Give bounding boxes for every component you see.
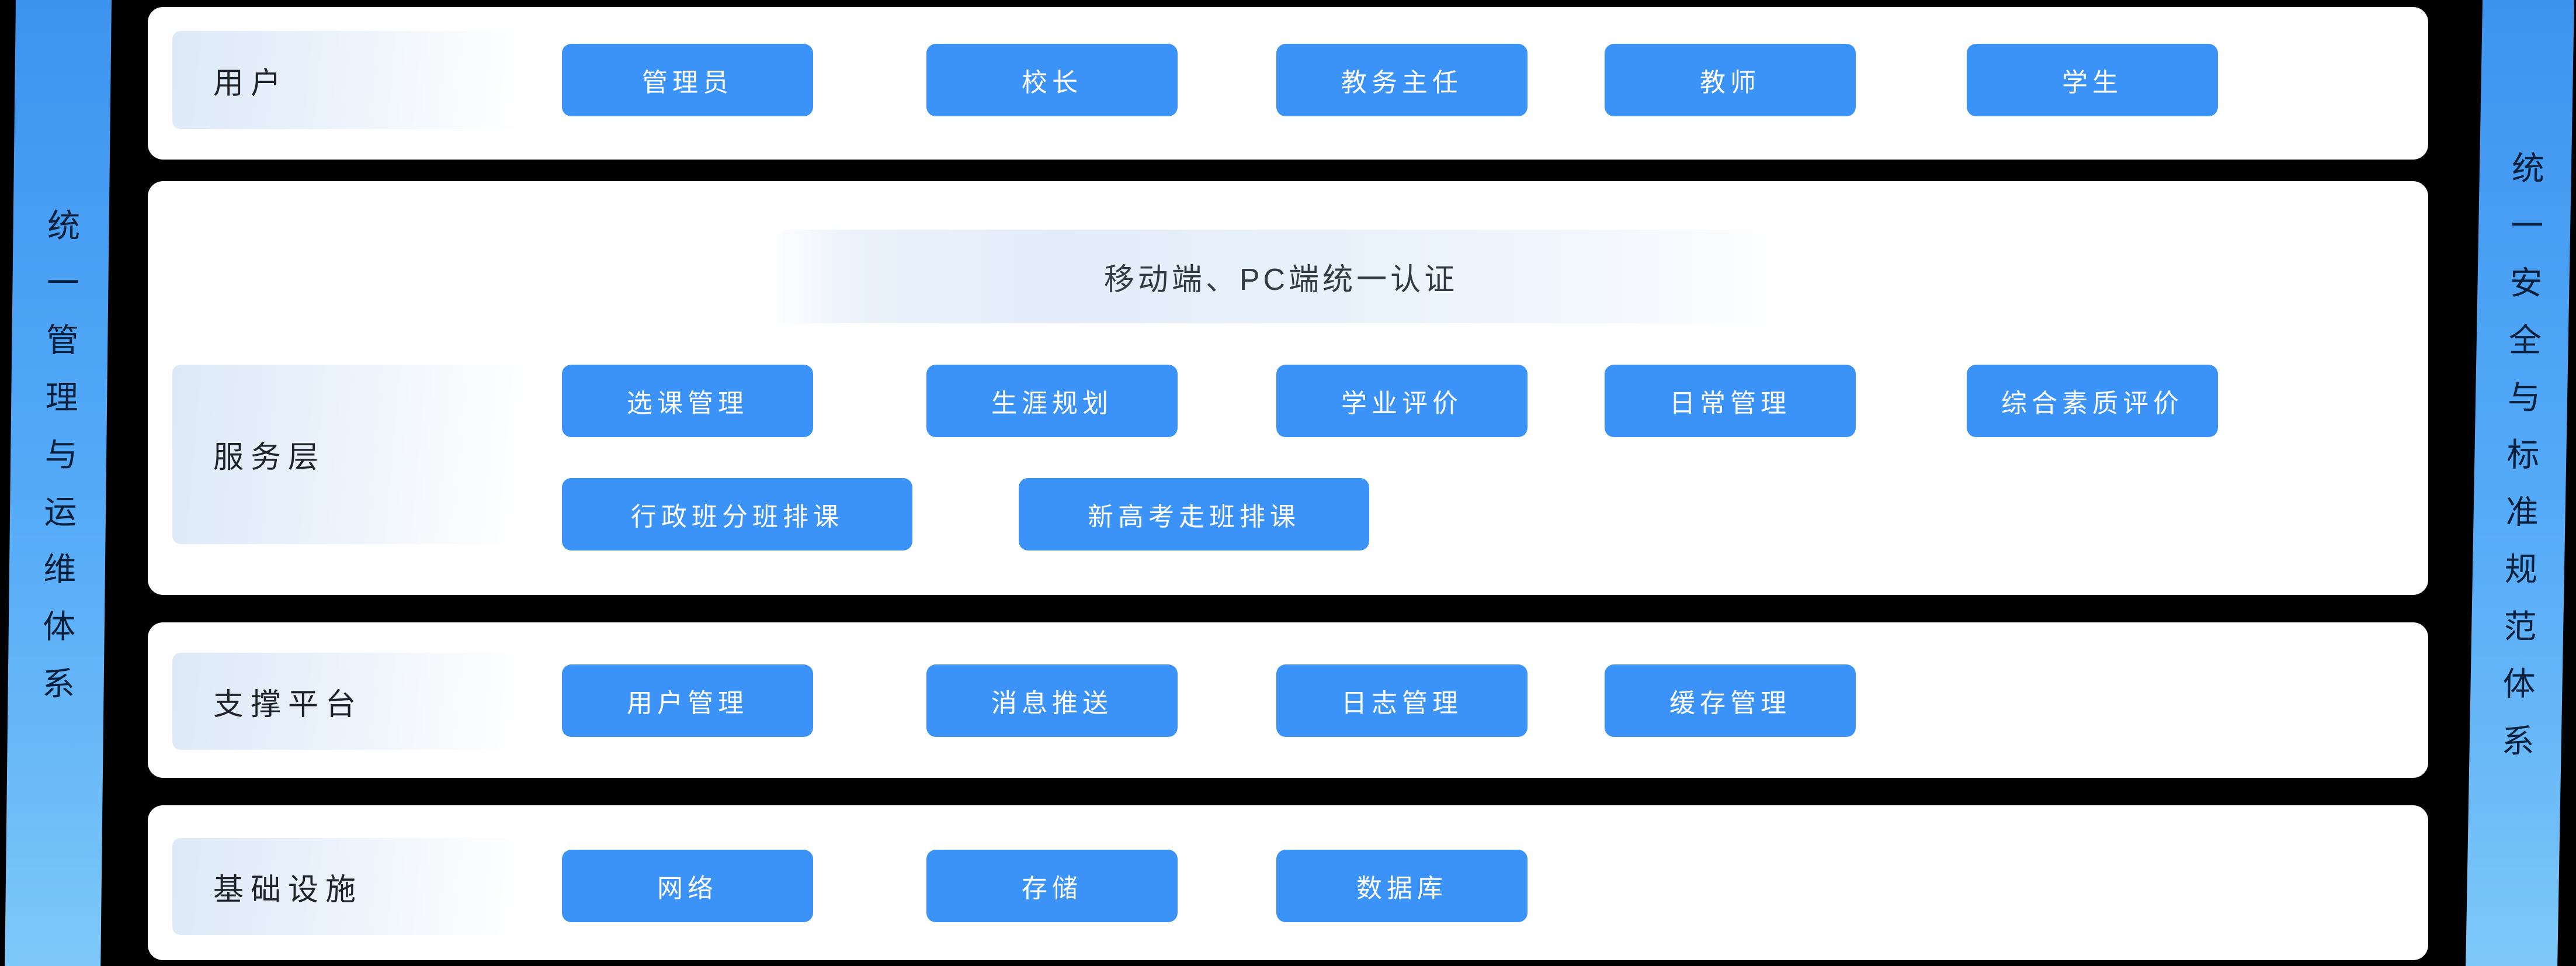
node-principal: 校长 xyxy=(926,44,1178,116)
left-ribbon: 统一管理与运维体系 xyxy=(5,0,112,966)
node-log-management: 日志管理 xyxy=(1276,664,1527,737)
layer-row-support: 支撑平台 用户管理 消息推送 日志管理 缓存管理 xyxy=(148,622,2428,778)
node-cache-management: 缓存管理 xyxy=(1605,664,1856,737)
layer-label-support: 支撑平台 xyxy=(172,653,525,750)
node-storage: 存储 xyxy=(926,850,1178,922)
node-teacher: 教师 xyxy=(1605,44,1856,116)
node-user-management: 用户管理 xyxy=(562,664,813,737)
node-database: 数据库 xyxy=(1276,850,1527,922)
right-ribbon-label: 统一安全与标准规范体系 xyxy=(2497,150,2545,781)
layer-label-services: 服务层 xyxy=(172,365,525,544)
left-ribbon-label: 统一管理与运维体系 xyxy=(37,207,80,723)
layer-label-infrastructure: 基础设施 xyxy=(172,838,525,935)
node-admin: 管理员 xyxy=(562,44,813,116)
node-academic-evaluation: 学业评价 xyxy=(1276,365,1527,437)
node-gaokao-class-scheduling: 新高考走班排课 xyxy=(1019,478,1369,550)
node-daily-management: 日常管理 xyxy=(1605,365,1856,437)
node-student: 学生 xyxy=(1967,44,2218,116)
right-ribbon: 统一安全与标准规范体系 xyxy=(2466,0,2574,966)
layer-row-infrastructure: 基础设施 网络 存储 数据库 xyxy=(148,805,2428,960)
layer-row-users: 用户 管理员 校长 教务主任 教师 学生 xyxy=(148,7,2428,160)
node-admin-class-scheduling: 行政班分班排课 xyxy=(562,478,912,550)
layer-row-services: 移动端、PC端统一认证 服务层 选课管理 生涯规划 学业评价 日常管理 综合素质… xyxy=(148,181,2428,595)
unified-auth-band: 移动端、PC端统一认证 xyxy=(767,230,1795,323)
node-career-planning: 生涯规划 xyxy=(926,365,1178,437)
node-comprehensive-quality-evaluation: 综合素质评价 xyxy=(1967,365,2218,437)
node-dean: 教务主任 xyxy=(1276,44,1527,116)
node-network: 网络 xyxy=(562,850,813,922)
node-message-push: 消息推送 xyxy=(926,664,1178,737)
layer-label-users: 用户 xyxy=(172,31,525,129)
node-course-selection: 选课管理 xyxy=(562,365,813,437)
